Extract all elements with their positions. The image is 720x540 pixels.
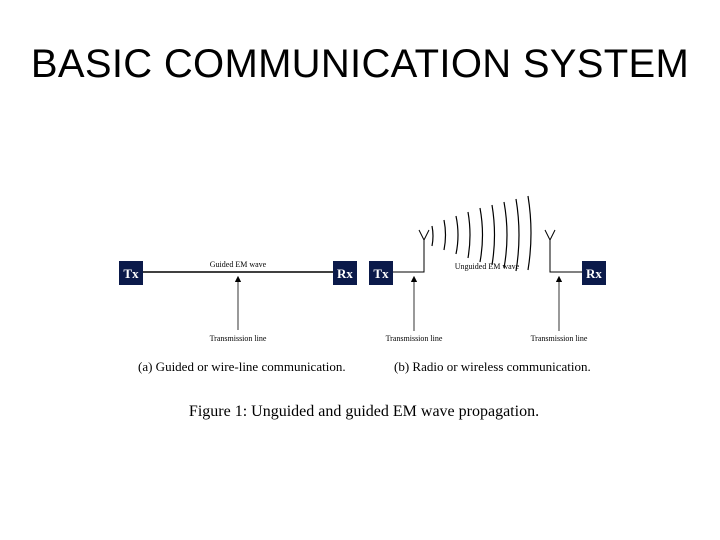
guided-tx-label: Tx: [123, 266, 139, 281]
guided-wave-label: Guided EM wave: [210, 260, 267, 269]
wireless-rx-block: Rx: [582, 261, 606, 285]
figure-caption: Figure 1: Unguided and guided EM wave pr…: [189, 403, 539, 420]
guided-caption: (a) Guided or wire-line communication.: [138, 359, 346, 374]
wireless-caption: (b) Radio or wireless communication.: [394, 359, 591, 374]
wireless-wave-label: Unguided EM wave: [455, 262, 520, 271]
slide-title: BASIC COMMUNICATION SYSTEM: [30, 42, 690, 86]
diagram-wireless: Tx Rx Unguided EM wave: [369, 195, 606, 374]
guided-line-label: Transmission line: [210, 334, 267, 343]
diagram-guided: Tx Rx Guided EM wave Transmission line (…: [119, 260, 357, 374]
rx-antenna-icon: [544, 229, 582, 273]
guided-tx-block: Tx: [119, 261, 143, 285]
guided-rx-label: Rx: [337, 266, 353, 281]
wireless-line-label-right: Transmission line: [531, 334, 588, 343]
wireless-tx-block: Tx: [369, 261, 393, 285]
wireless-line-label-left: Transmission line: [386, 334, 443, 343]
wireless-rx-label: Rx: [586, 266, 602, 281]
wireless-tx-label: Tx: [373, 266, 389, 281]
radio-wavefronts: [431, 195, 532, 272]
guided-rx-block: Rx: [333, 261, 357, 285]
tx-antenna-icon: [393, 229, 430, 273]
